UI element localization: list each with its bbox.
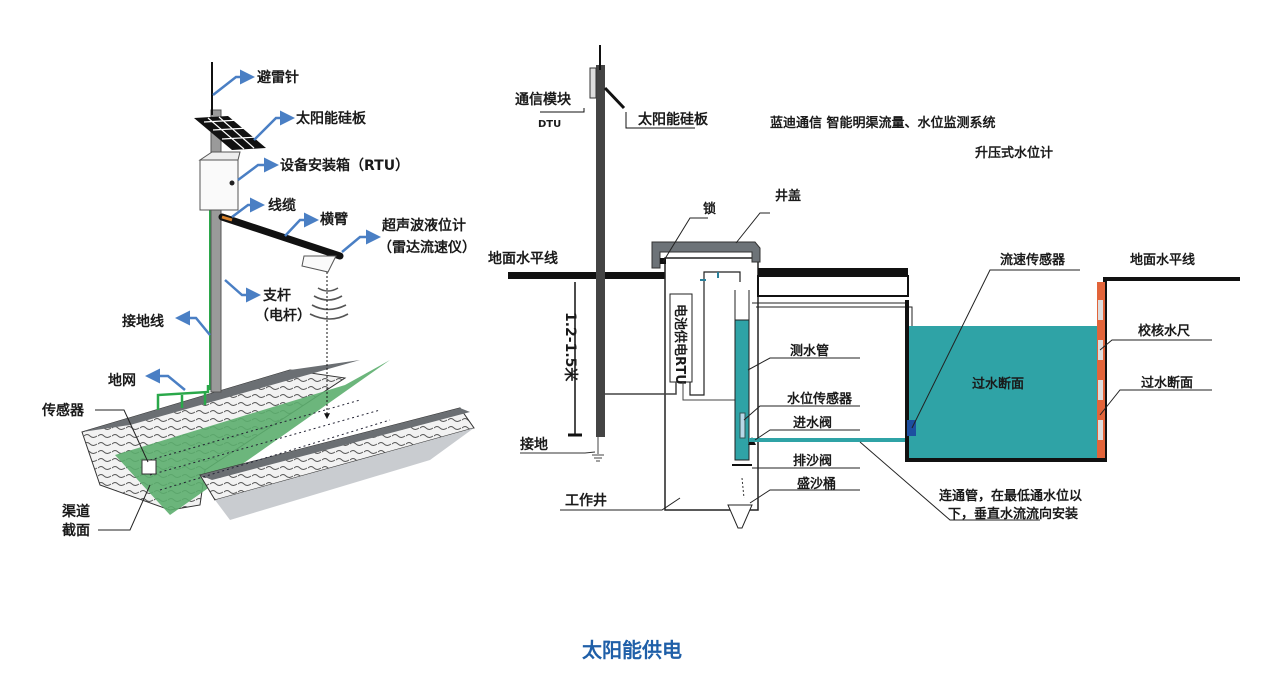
label-cable: 线缆 bbox=[268, 197, 296, 214]
label-inlet-valve: 进水阀 bbox=[793, 415, 832, 431]
level-sensor bbox=[739, 412, 746, 439]
label-ultrasonic-1: 超声波液位计 bbox=[381, 217, 466, 234]
label-grounding: 接地 bbox=[520, 436, 548, 453]
label-lock: 锁 bbox=[703, 201, 716, 217]
sand-bucket bbox=[727, 504, 753, 529]
label-sand-valve: 排沙阀 bbox=[793, 453, 832, 469]
solar-panel bbox=[194, 116, 266, 150]
leader-lines bbox=[560, 212, 1212, 521]
dtu-box bbox=[589, 67, 597, 99]
battery-rtu bbox=[669, 293, 693, 383]
label-crossarm: 横臂 bbox=[320, 211, 348, 228]
label-channel-2: 截面 bbox=[62, 522, 90, 539]
label-solar-panel: 太阳能硅板 bbox=[296, 110, 367, 127]
label-dtu: DTU bbox=[538, 119, 561, 130]
label-work-well: 工作井 bbox=[565, 492, 607, 509]
label-sensor: 传感器 bbox=[41, 402, 85, 419]
label-check-gauge: 校核水尺 bbox=[1138, 323, 1190, 339]
crossarm bbox=[218, 213, 344, 260]
check-gauge bbox=[1097, 282, 1105, 458]
label-sand-bucket: 盛沙桶 bbox=[797, 476, 836, 492]
label-ground-grid: 地网 bbox=[108, 372, 136, 389]
left-diagram: 避雷针 太阳能硅板 设备安装箱（RTU） 线缆 横臂 超声波液位计 （雷达流速仪… bbox=[41, 62, 476, 539]
well-cover bbox=[651, 241, 761, 269]
system-subtitle: 升压式水位计 bbox=[975, 145, 1053, 161]
callout-arrows bbox=[145, 69, 381, 391]
label-measuring-pipe: 测水管 bbox=[790, 343, 829, 359]
label-ground-wire: 接地线 bbox=[122, 313, 164, 330]
equipment-box bbox=[198, 151, 241, 211]
ground-line-left bbox=[508, 272, 668, 279]
water-section bbox=[907, 326, 1102, 459]
ultrasonic-waves bbox=[309, 287, 349, 320]
system-title: 蓝迪通信 智能明渠流量、水位监测系统 bbox=[770, 115, 996, 131]
right-diagram: 1.2-1.5米 电池供电RTU bbox=[488, 45, 1240, 529]
label-connecting-pipe-2: 下，垂直水流流向安装 bbox=[948, 506, 1078, 522]
label-well-cover: 井盖 bbox=[775, 188, 801, 204]
label-ultrasonic-2: （雷达流速仪） bbox=[378, 239, 476, 256]
label-level-sensor: 水位传感器 bbox=[787, 391, 853, 407]
sensor-box bbox=[141, 459, 157, 475]
label-equipment-box: 设备安装箱（RTU） bbox=[280, 157, 409, 174]
channel bbox=[81, 360, 475, 520]
lock bbox=[660, 258, 666, 264]
label-connecting-pipe-1: 连通管，在最低通水位以 bbox=[939, 488, 1082, 504]
label-cross-section-center: 过水断面 bbox=[972, 376, 1024, 392]
dtu-pole bbox=[596, 65, 605, 437]
label-battery-rtu: 电池供电RTU bbox=[672, 304, 688, 385]
pole bbox=[210, 109, 222, 393]
label-pole-1: 支杆 bbox=[262, 287, 291, 304]
label-solar-panel-right: 太阳能硅板 bbox=[638, 111, 709, 128]
label-ground-level-right: 地面水平线 bbox=[1130, 252, 1195, 268]
label-comm-module: 通信模块 bbox=[515, 91, 572, 108]
ultrasonic-sensor bbox=[301, 255, 337, 273]
ground-grid bbox=[156, 385, 210, 410]
label-pole-2: （电杆） bbox=[255, 307, 311, 324]
label-cross-section-right: 过水断面 bbox=[1141, 375, 1193, 391]
label-channel-1: 渠道 bbox=[61, 503, 90, 520]
measuring-pipe bbox=[734, 319, 750, 461]
label-depth: 1.2-1.5米 bbox=[562, 312, 579, 382]
flow-sensor bbox=[907, 420, 916, 436]
caption: 太阳能供电 bbox=[582, 638, 682, 662]
label-flow-sensor: 流速传感器 bbox=[1000, 252, 1066, 268]
connecting-pipe bbox=[749, 438, 909, 442]
solar-panel-right bbox=[603, 86, 626, 110]
channel-wall bbox=[905, 277, 1240, 462]
label-ground-level-left: 地面水平线 bbox=[488, 250, 558, 267]
label-lightning-rod: 避雷针 bbox=[257, 69, 299, 86]
